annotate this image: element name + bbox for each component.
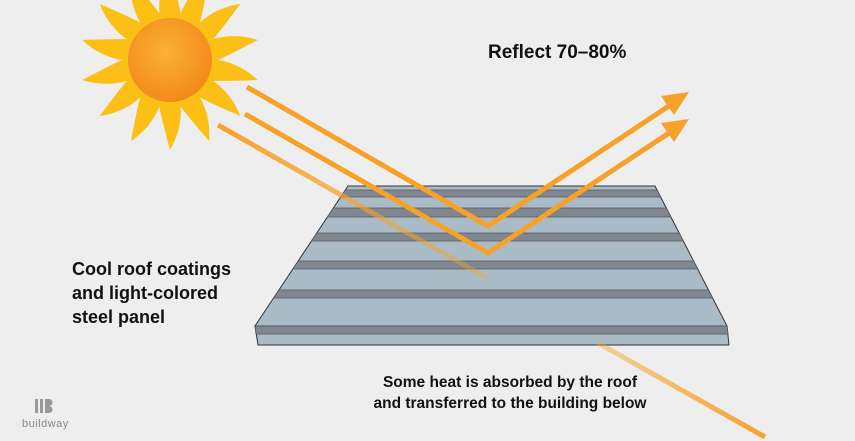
panel-rib (292, 260, 699, 270)
sun-disc (128, 18, 212, 102)
absorb-line: and transferred to the building below (373, 395, 647, 412)
buildway-logo: buildway (22, 397, 69, 430)
arrowhead-icon (661, 119, 689, 142)
coating-label: Cool roof coatings and light-colored ste… (72, 257, 231, 329)
coating-line: Cool roof coatings (72, 259, 231, 279)
reflect-label: Reflect 70–80% (488, 42, 627, 63)
panel-rib (254, 325, 729, 335)
logo-mark-icon (35, 399, 53, 413)
panel-rib (310, 232, 684, 242)
reflected-ray-1 (245, 84, 674, 229)
arrowhead-icon (661, 92, 689, 115)
logo-text: buildway (22, 418, 69, 430)
steel-panel (254, 185, 730, 346)
absorb-line: Some heat is absorbed by the roof (382, 374, 638, 391)
panel-rib (272, 289, 714, 299)
reflected-ray-2 (243, 111, 674, 256)
coating-line: and light-colored (72, 283, 218, 303)
absorb-label: Some heat is absorbed by the roof and tr… (340, 372, 680, 414)
sun-icon (82, 0, 258, 150)
coating-line: steel panel (72, 307, 166, 327)
absorbed-ray (216, 122, 489, 281)
absorbed-ray-below (596, 340, 767, 440)
